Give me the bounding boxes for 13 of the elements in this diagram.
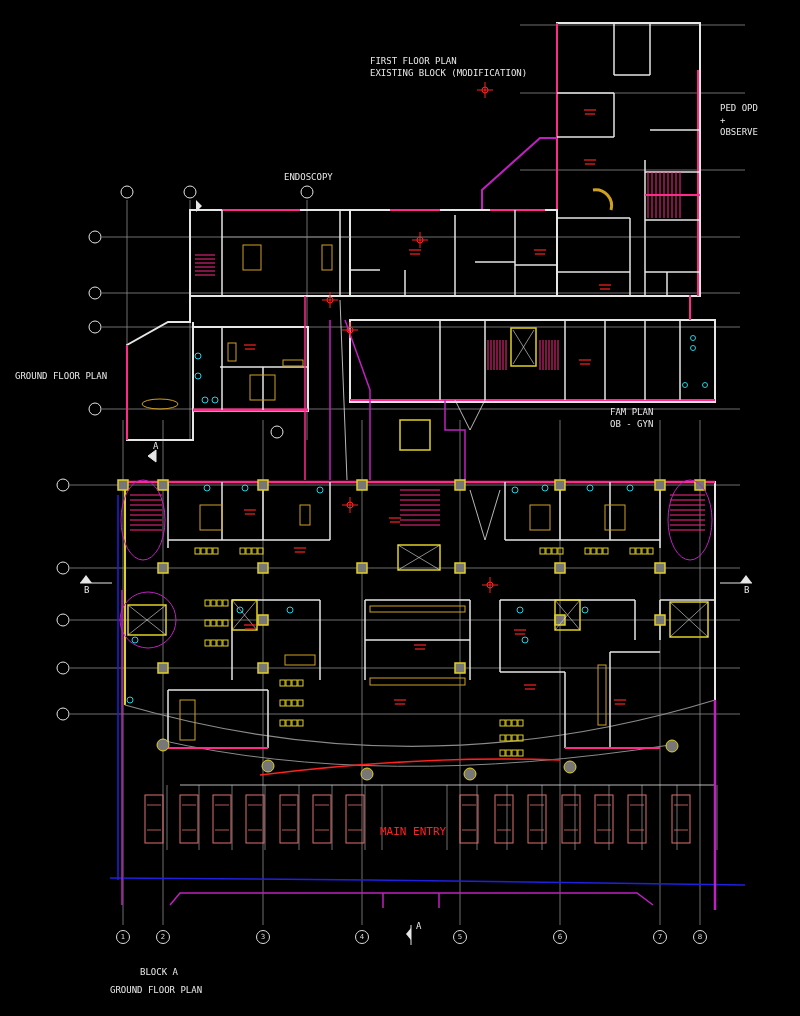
department-label: FAM PLAN OB - GYN [610, 406, 655, 430]
plan-title: GROUND FLOOR PLAN [15, 370, 108, 382]
department-label: PED OPD + OBSERVE [720, 102, 759, 138]
section-letter: A [153, 440, 159, 452]
section-letter: B [744, 584, 750, 596]
plan-title: BLOCK A [140, 966, 178, 978]
plan-subtitle: GROUND FLOOR PLAN [110, 984, 203, 996]
plan-title: FIRST FLOOR PLAN [370, 55, 457, 67]
department-label: ENDOSCOPY [284, 171, 333, 183]
entrance-label: MAIN ENTRY [380, 826, 447, 838]
section-letter: A [416, 920, 422, 932]
plan-subtitle: EXISTING BLOCK (MODIFICATION) [370, 67, 528, 79]
section-letter: B [84, 584, 90, 596]
